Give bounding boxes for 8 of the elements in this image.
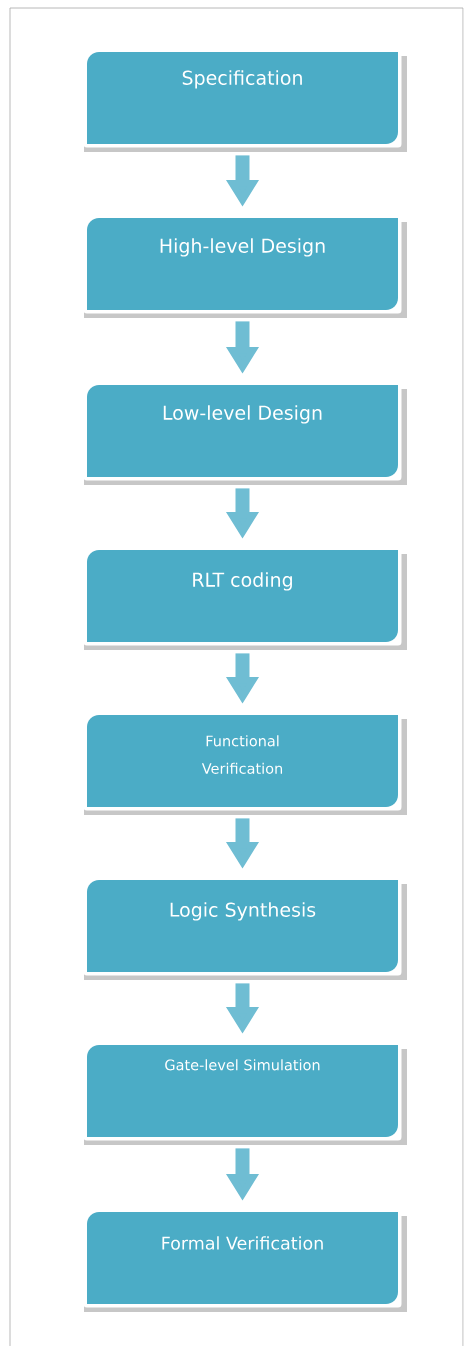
process-box: Specification — [83, 48, 407, 152]
process-box: Gate-level Simulation — [83, 1041, 407, 1145]
process-box: RLT coding — [83, 546, 407, 650]
process-box: High-level Design — [83, 214, 407, 318]
process-box: Low-level Design — [83, 381, 407, 485]
process-box: Functional Verification — [83, 711, 407, 815]
process-box: Formal Verification — [83, 1208, 407, 1312]
process-box: Logic Synthesis — [83, 876, 407, 980]
